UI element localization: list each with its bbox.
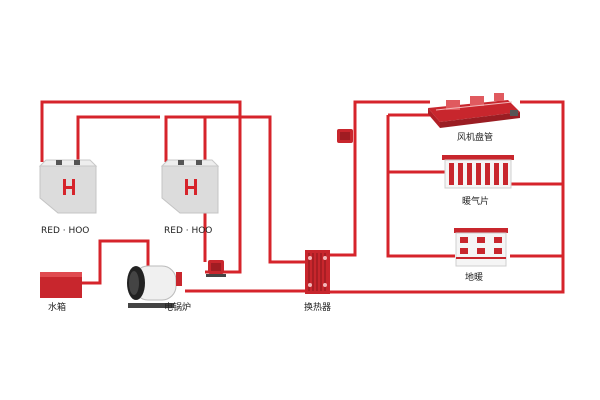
- heat-unit-left: [38, 159, 98, 214]
- unit-left-label: RED · HOO: [41, 226, 90, 236]
- fan-coil-icon: [428, 93, 520, 128]
- water-tank-icon: [40, 272, 82, 298]
- radiator-icon: [442, 155, 514, 189]
- tank-label: 水箱: [48, 303, 67, 313]
- radiator-label: 暖气片: [462, 197, 490, 207]
- pipe-fancoil-right: [330, 100, 565, 294]
- electric-boiler-icon: [127, 265, 182, 308]
- heat-unit-right: [160, 159, 220, 214]
- floor-heating-icon: [454, 228, 508, 267]
- heat-unit-icon: [63, 179, 75, 195]
- pump-icon: [337, 129, 353, 143]
- plate-heat-exchanger-icon: [305, 250, 330, 294]
- boiler-label: 电锅炉: [164, 303, 192, 313]
- pipe-top-outer: [40, 100, 242, 274]
- pump-icon: [206, 260, 226, 277]
- pipe-load-inner: [386, 115, 455, 258]
- heat-unit-icon: [185, 179, 197, 195]
- unit-right-label: RED · HOO: [164, 226, 213, 236]
- exchanger-label: 换热器: [304, 303, 332, 313]
- pipe-network: [40, 100, 565, 294]
- floor-heating-label: 地暖: [465, 273, 484, 283]
- pipe-exchanger-up: [330, 100, 430, 257]
- fan-coil-label: 风机盘管: [457, 133, 494, 143]
- pipe-top-inner: [76, 115, 160, 162]
- pipe-to-exchanger-top: [180, 115, 305, 264]
- pipe-tank-to-boiler: [82, 239, 150, 285]
